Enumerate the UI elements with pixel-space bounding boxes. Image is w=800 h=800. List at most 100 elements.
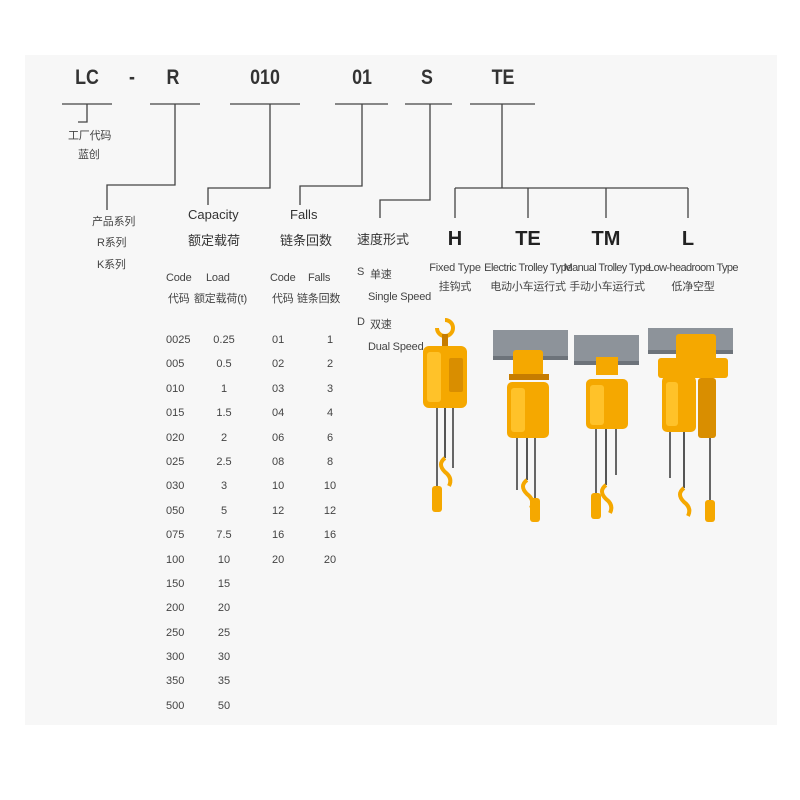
falls-value-cell: 4 [326,407,334,420]
capacity-value-cell: 3 [220,480,228,493]
falls-code-cell: 02 [272,358,285,371]
capacity-row: 500 50 [166,699,244,723]
capacity-header-load-cn: 额定载荷(t) [194,293,247,305]
capacity-header-code-cn: 代码 [168,293,190,305]
capacity-code-cell: 150 [166,577,185,590]
falls-code-cell: 04 [272,407,285,420]
speed-option-d-en: Dual Speed [368,341,424,353]
code-segment-falls: 01 [352,66,372,89]
capacity-row: 0025 0.25 [166,333,244,357]
speed-option-s-en: Single Speed [368,291,432,303]
falls-header-falls-cn: 链条回数 [297,293,341,305]
falls-title-en: Falls [290,207,318,222]
capacity-value-cell: 2.5 [216,455,232,468]
type-cn-te: 电动小车运行式 [490,281,566,293]
capacity-value-cell: 25 [217,626,231,639]
capacity-header-load-en: Load [206,272,230,284]
electric-trolley-hoist-image [493,330,568,522]
type-en-tm: Manual Trolley Type [563,262,651,274]
type-en-l: Low-headroom Type [648,262,738,274]
capacity-row: 030 3 [166,479,244,503]
capacity-code-cell: 500 [166,699,185,712]
manufacturer-label: 工厂代码 [68,130,112,142]
capacity-value-cell: 35 [217,675,231,688]
falls-value-cell: 3 [326,382,334,395]
speed-option-d-cn: 双速 [370,319,392,331]
falls-header-code-cn: 代码 [272,293,294,305]
capacity-code-cell: 005 [166,358,185,371]
capacity-row: 010 1 [166,382,244,406]
falls-value-cell: 6 [326,431,334,444]
capacity-value-cell: 0.25 [213,334,235,346]
type-en-te: Electric Trolley Type [484,262,572,274]
type-en-h: Fixed Type [429,262,481,274]
type-code-tm: TM [591,228,621,250]
capacity-code-cell: 350 [166,675,185,688]
code-segment-dash: - [129,66,135,89]
speed-title: 速度形式 [357,232,410,247]
falls-value-cell: 16 [323,529,337,542]
type-code-te: TE [515,228,541,250]
speed-option-s-cn: 单速 [370,269,392,281]
falls-header-code-en: Code [270,272,296,284]
capacity-value-cell: 2 [220,431,228,444]
capacity-row: 350 35 [166,674,244,698]
capacity-code-cell: 025 [166,455,185,468]
speed-option-s-code: S [357,266,365,278]
series-item-r: R系列 [97,237,127,249]
falls-code-cell: 12 [272,504,285,517]
capacity-code-cell: 010 [166,382,185,395]
falls-row: 10 10 [272,479,350,503]
capacity-value-cell: 30 [217,651,231,664]
capacity-value-cell: 7.5 [216,529,232,542]
falls-header-falls-en: Falls [308,272,331,284]
falls-code-cell: 08 [272,455,285,468]
capacity-code-cell: 100 [166,553,185,566]
falls-row: 03 3 [272,382,350,406]
capacity-code-cell: 030 [166,480,185,493]
code-segment-series: R [166,66,180,89]
speed-option-d-code: D [357,316,365,328]
type-code-l: L [681,228,695,250]
falls-code-cell: 10 [272,480,285,493]
capacity-value-cell: 1.5 [216,407,232,420]
capacity-code-cell: 0025 [166,334,191,346]
code-segment-speed: S [421,66,433,89]
capacity-title-en: Capacity [188,207,239,222]
falls-code-cell: 16 [272,529,285,542]
capacity-code-cell: 200 [166,602,185,615]
capacity-row: 005 0.5 [166,357,244,381]
manufacturer-value: 蓝创 [78,149,100,161]
falls-title-cn: 链条回数 [280,233,333,248]
capacity-row: 150 15 [166,577,244,601]
fixed-hoist-image [423,318,467,512]
code-segment-capacity: 010 [250,66,280,89]
series-item-k: K系列 [97,259,126,271]
capacity-value-cell: 0.5 [216,358,232,371]
capacity-value-cell: 50 [217,699,231,712]
capacity-header-code-en: Code [166,272,192,284]
capacity-code-cell: 075 [166,529,185,542]
capacity-value-cell: 1 [220,382,228,395]
falls-code-cell: 03 [272,382,285,395]
falls-code-cell: 20 [272,553,285,566]
falls-value-cell: 10 [323,480,337,493]
code-segment-factory: LC [75,66,99,89]
falls-value-cell: 1 [326,334,334,346]
capacity-value-cell: 15 [217,577,231,590]
falls-value-cell: 2 [326,358,334,371]
